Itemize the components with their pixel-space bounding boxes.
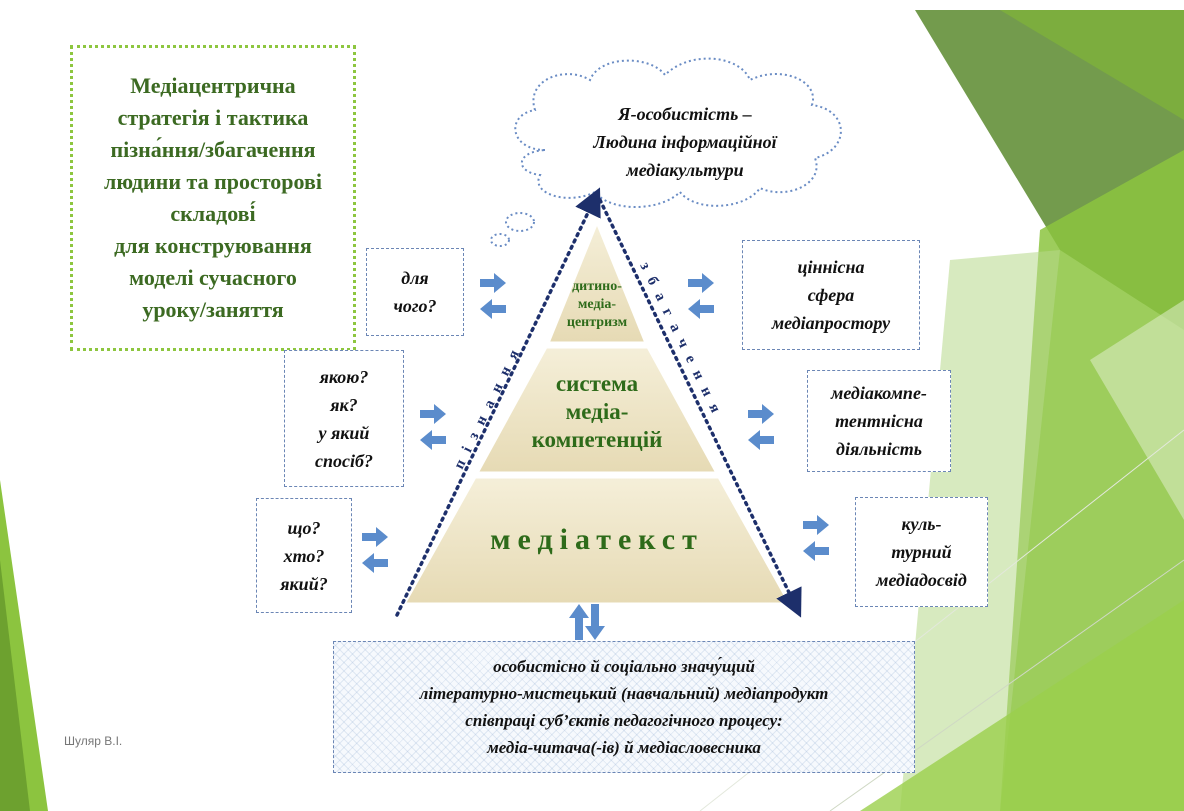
left-edge-arrow (395, 187, 601, 617)
bg-facet-pale (1090, 300, 1184, 520)
author-signature: Шуляр В.І. (64, 734, 123, 748)
bg-left-sliver-dark (0, 560, 30, 811)
pyramid-top-section (545, 218, 649, 345)
right-edge-arrow (598, 198, 802, 618)
cloud-text: Я-особистість – Людина інформаційної мед… (593, 104, 777, 180)
pyramid-middle-section (474, 345, 720, 475)
question-box-what: що? хто? який? (256, 498, 352, 613)
pyramid-top-text: дитино- медіа- центризм (566, 279, 628, 330)
question-box-why: для чого? (366, 248, 464, 336)
question-box-how: якою? як? у який спосіб? (284, 350, 404, 487)
bg-facet-top-light (1000, 10, 1184, 120)
double-arrow-icon (688, 273, 829, 561)
pyramid-bottom-text: медіатекст (490, 523, 704, 556)
label-box-value-sphere: ціннісна сфера медіапростору (742, 240, 920, 350)
double-arrow-icon (362, 273, 506, 573)
vertical-double-arrow-icon (569, 604, 605, 640)
pyramid (401, 218, 793, 606)
media-product-box: особистісно й соціально значу́щий літера… (333, 641, 915, 773)
thought-cloud-icon (490, 57, 842, 247)
label-box-cultural-experience: куль- турний медіадосвід (855, 497, 988, 607)
title-box: Медіацентрична стратегія і тактика пізна… (70, 45, 356, 351)
label-box-competence-activity: медіакомпе- тентнісна діяльність (807, 370, 951, 472)
title-text: Медіацентрична стратегія і тактика пізна… (103, 73, 322, 322)
bg-facet-bottom-left (860, 600, 1184, 811)
pyramid-middle-text: система медіа- компетенцій (531, 371, 663, 452)
